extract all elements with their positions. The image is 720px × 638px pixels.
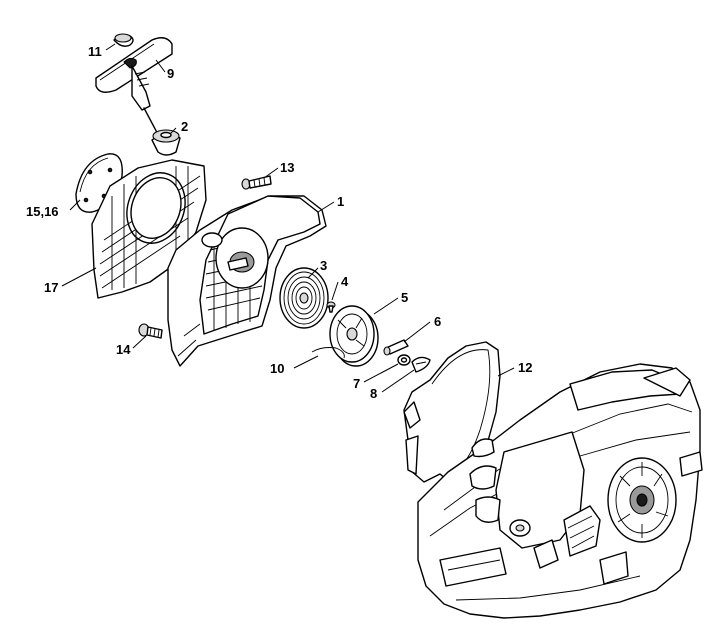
label-part-9: 9 [167,66,174,81]
label-part-1: 1 [337,194,344,209]
label-part-17: 17 [44,280,58,295]
part-4-screw [326,301,336,313]
leader-lines [61,43,515,393]
label-part-7: 7 [353,376,360,391]
label-part-5: 5 [401,290,408,305]
label-part-15-16: 15,16 [26,204,59,219]
part-14-screw [138,323,163,339]
part-3-rewind-spring [279,267,329,329]
part-8-spring-clip [411,356,431,373]
engine-body [417,363,703,619]
part-11-cap [113,33,134,47]
label-part-12: 12 [518,360,532,375]
label-part-2: 2 [181,119,188,134]
label-part-3: 3 [320,258,327,273]
label-part-6: 6 [434,314,441,329]
part-10-starter-rope [311,347,345,359]
part-1-fan-housing [167,195,327,367]
part-6-pin [383,339,409,356]
part-17-grille-plate [91,159,207,299]
label-part-13: 13 [280,160,294,175]
label-part-11: 11 [88,44,102,59]
part-2-rope-guide [151,129,181,156]
part-13-screw [241,175,272,190]
part-9-starter-handle [95,37,173,143]
label-part-10: 10 [270,361,284,376]
part-7-washer [397,354,411,366]
label-part-4: 4 [341,274,349,289]
label-part-8: 8 [370,386,377,401]
part-5-rope-rotor [329,305,379,367]
label-part-14: 14 [116,342,131,357]
